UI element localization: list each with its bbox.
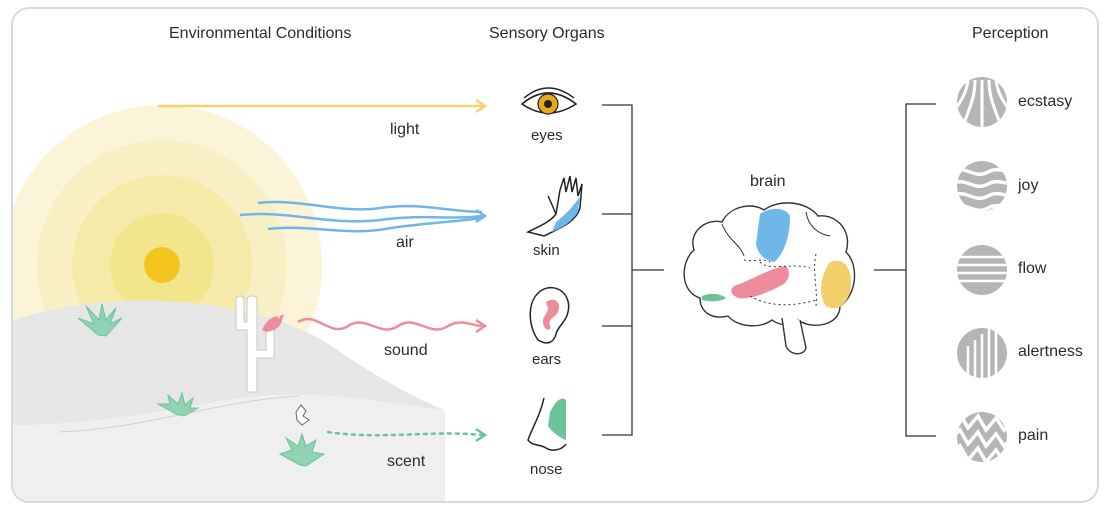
skin-label: skin — [533, 242, 560, 259]
agave-icon — [77, 303, 326, 467]
brain-icon — [683, 202, 856, 355]
ear-icon — [529, 287, 570, 344]
bird-icon — [262, 314, 284, 332]
light-label: light — [390, 121, 420, 138]
flower-icon — [295, 404, 310, 426]
ecstasy-icon — [957, 77, 1007, 127]
environment-header: Environmental Conditions — [169, 25, 352, 42]
perception-bracket — [874, 103, 936, 437]
perception-header: Perception — [972, 25, 1049, 42]
joy-icon — [957, 161, 1007, 211]
eyes-label: eyes — [531, 127, 563, 144]
air-label: air — [396, 234, 414, 251]
alertness-icon — [957, 328, 1007, 378]
flow-icon — [957, 245, 1007, 295]
scent-arrow — [326, 427, 488, 443]
nose-icon — [527, 397, 567, 451]
organ-bracket — [602, 104, 664, 436]
pain-icon — [957, 412, 1007, 462]
ears-label: ears — [532, 351, 562, 368]
environment-scene — [13, 105, 445, 501]
perception-flow: flow — [1018, 260, 1047, 277]
air-arrow — [239, 200, 488, 233]
perception-pain: pain — [1018, 427, 1049, 444]
hand-icon — [525, 175, 583, 237]
scent-label: scent — [387, 453, 426, 470]
sound-arrow — [297, 317, 488, 334]
sound-label: sound — [384, 342, 428, 359]
brain-label: brain — [750, 173, 786, 190]
nose-label: nose — [530, 461, 563, 478]
perception-ecstasy: ecstasy — [1018, 93, 1073, 110]
perception-alertness: alertness — [1018, 343, 1083, 360]
sensory-header: Sensory Organs — [489, 25, 605, 42]
perception-joy: joy — [1018, 177, 1039, 194]
eye-icon — [520, 87, 578, 115]
light-arrow — [158, 98, 488, 114]
